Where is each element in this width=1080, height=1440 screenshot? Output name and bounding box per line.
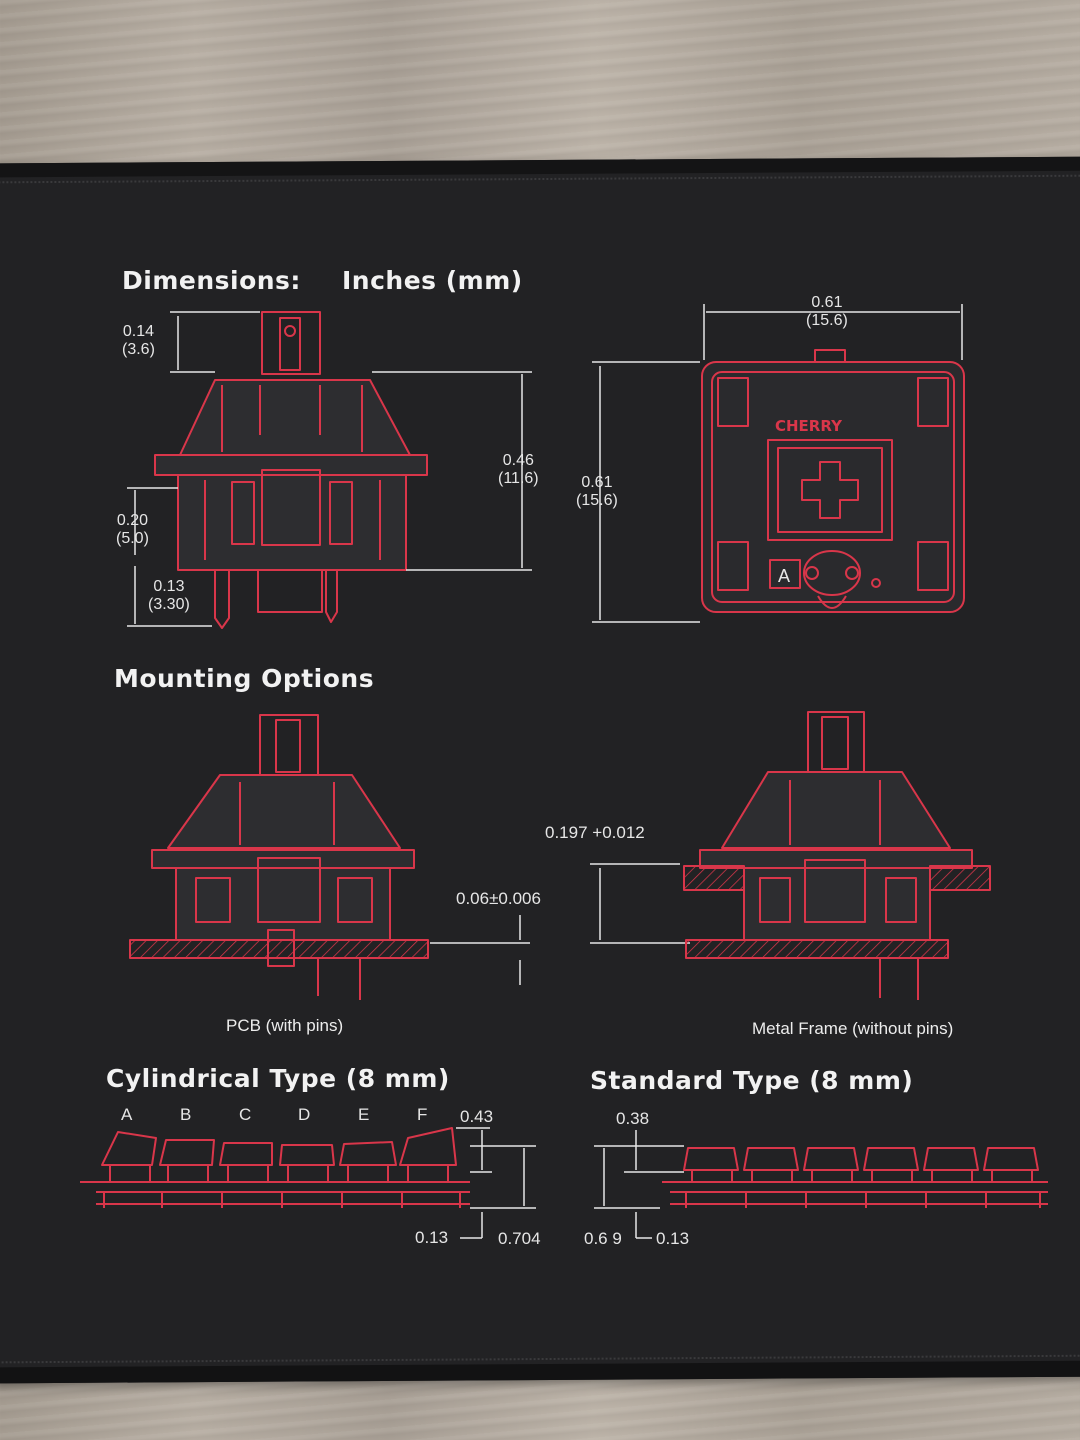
cylindrical-keycap-row (80, 1127, 470, 1208)
row-label-e: E (358, 1105, 370, 1124)
pin-length-label: 0.13 (3.30) (148, 578, 190, 614)
side-view-dimension-lines (127, 311, 532, 627)
pin-length-mm: (3.30) (148, 596, 190, 613)
cylindrical-base-value: 0.13 (415, 1228, 449, 1247)
frame-caption: Metal Frame (without pins) (752, 1019, 954, 1038)
pcb-dimension-lines (430, 863, 690, 985)
lower-height-mm: (5.0) (116, 530, 149, 547)
cylindrical-dimension-lines (456, 1127, 536, 1239)
lower-height-label: 0.20 (5.0) (116, 512, 149, 548)
top-height-label: 0.61 (15.6) (576, 474, 618, 510)
standard-base-value: 0.13 (656, 1229, 690, 1248)
row-label-b: B (180, 1105, 192, 1124)
plate-gap-label: 0.06±0.006 (456, 889, 541, 908)
mounting-heading: Mounting Options (114, 664, 375, 693)
cylindrical-heading: Cylindrical Type (8 mm) (106, 1064, 450, 1093)
row-label-a: A (121, 1105, 133, 1124)
cylindrical-top-value: 0.43 (460, 1107, 494, 1126)
top-height-in: 0.61 (581, 474, 613, 491)
standard-dimension-lines (594, 1130, 684, 1239)
standard-heading: Standard Type (8 mm) (590, 1066, 914, 1095)
plate-mount-switch (683, 711, 991, 1000)
top-height-mm: (15.6) (576, 492, 618, 509)
standard-keycap-row (662, 1147, 1048, 1208)
pin-length-in: 0.13 (153, 578, 185, 595)
lower-height-in: 0.20 (116, 512, 149, 529)
cherry-logo-text: CHERRY (775, 417, 843, 435)
switch-top-view (701, 349, 965, 613)
top-width-in: 0.61 (811, 294, 843, 311)
stem-height-in: 0.14 (122, 323, 155, 340)
body-height-in: 0.46 (502, 452, 534, 469)
stem-height-label: 0.14 (3.6) (122, 323, 155, 359)
stem-height-mm: (3.6) (122, 341, 155, 358)
dimensions-heading: Dimensions: (122, 266, 301, 295)
top-view-dimension-lines (592, 304, 963, 623)
body-height-mm: (11.6) (498, 470, 539, 487)
standard-left-value: 0.6 9 (584, 1229, 622, 1248)
top-width-mm: (15.6) (806, 312, 848, 329)
row-label-f: F (417, 1105, 428, 1124)
pcb-mount-switch (129, 714, 429, 1000)
switch-mark-text: A (778, 566, 790, 586)
row-label-c: C (239, 1105, 252, 1124)
switch-side-view (154, 311, 428, 629)
units-heading: Inches (mm) (342, 266, 523, 295)
body-height-label: 0.46 (11.6) (498, 452, 539, 488)
frame-height-label: 0.197 +0.012 (545, 823, 645, 842)
standard-top-value: 0.38 (616, 1109, 650, 1128)
cylindrical-total-value: 0.704 (498, 1229, 541, 1248)
top-width-label: 0.61 (15.6) (806, 294, 848, 330)
pcb-caption: PCB (with pins) (226, 1016, 344, 1035)
row-label-d: D (298, 1105, 311, 1124)
